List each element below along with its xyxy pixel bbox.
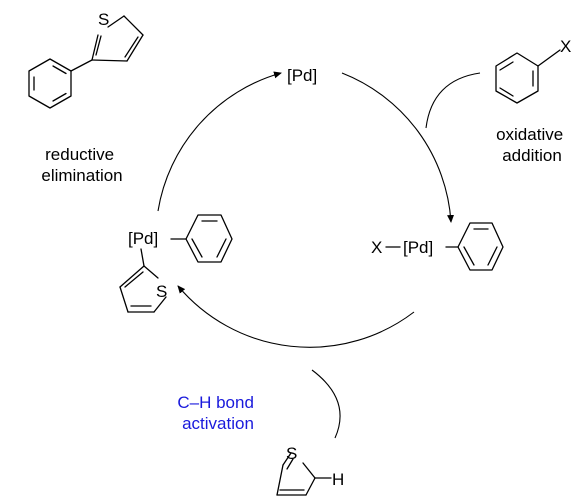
pd-complex-thiophene-ring (119, 265, 167, 313)
oxidative-addition-label: oxidative addition (496, 125, 568, 165)
oxidative-addition-feed-arrow (425, 72, 481, 129)
ch-activation-label: C–H bond activation (177, 393, 258, 433)
product-phenylthiophene: S (28, 10, 144, 109)
pd-aryl-thienyl-complex: [Pd] S (119, 214, 233, 313)
pd-catalyst-label: [Pd] (287, 66, 317, 85)
aryl-halide (495, 49, 561, 104)
reductive-elimination-label: reductive elimination (41, 145, 122, 185)
oxadd-benzene-ring (457, 222, 504, 271)
product-benzene-ring (28, 58, 72, 109)
oxadd-pd-label: [Pd] (403, 238, 433, 257)
product-aryl-bond (70, 59, 93, 72)
thiophene-sulfur-label: S (286, 444, 297, 463)
thiophene-hydrogen-label: H (332, 470, 344, 489)
aryl-halide-x-label: X (560, 37, 571, 56)
cycle-arc-bottom (177, 285, 415, 348)
oxadd-x-label: X (371, 238, 382, 257)
pd-complex-pd-label: [Pd] (128, 229, 158, 248)
pd-complex-benzene-ring (185, 214, 233, 263)
product-thiophene-ring (91, 15, 144, 62)
pd-complex-sulfur-label: S (156, 282, 167, 301)
oxidative-addition-complex: X [Pd] (371, 222, 504, 271)
product-sulfur-label: S (98, 10, 109, 29)
thiophene-substrate: S H (276, 444, 344, 496)
cycle-arc-top-left (157, 71, 282, 212)
cycle-arc-top-right (341, 72, 455, 223)
ch-activation-feed-arrow (311, 369, 341, 439)
